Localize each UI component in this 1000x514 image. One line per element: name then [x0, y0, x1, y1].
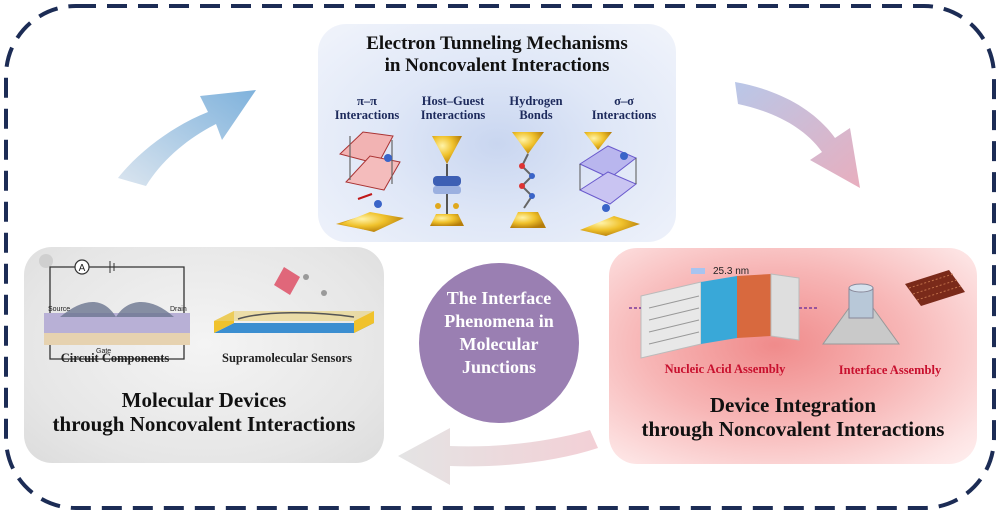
molecular-devices-title: Molecular Devices through Noncovalent In…	[24, 388, 384, 436]
center-topic: The Interface Phenomena in Molecular Jun…	[419, 287, 579, 379]
gold-tip	[432, 136, 462, 164]
tunneling-title: Electron Tunneling Mechanisms in Noncova…	[318, 33, 676, 77]
gold-electrode	[580, 216, 640, 236]
device-integration-title-line1: Device Integration	[709, 393, 877, 417]
tunneling-title-line2: in Noncovalent Interactions	[384, 54, 610, 76]
center-line4: Junctions	[461, 357, 537, 378]
molecular-devices-title-line1: Molecular Devices	[121, 388, 287, 412]
hydrogen-bond-junction	[510, 132, 546, 228]
ammeter-icon	[74, 259, 90, 275]
circuit-diagram: A Source Drain Gate	[44, 259, 190, 360]
electron-icon	[620, 152, 628, 160]
interface-assembly	[822, 270, 965, 345]
mechanism-label-host-guest: Host–Guest Interactions	[410, 94, 496, 123]
mechanism-pi-pi-line1: π–π	[357, 94, 377, 108]
gold-electrode	[510, 212, 546, 228]
electron-icon	[602, 204, 610, 212]
drain-label: Drain	[170, 306, 187, 313]
mechanism-label-pi-pi: π–π Interactions	[324, 94, 410, 123]
arrow-left-up	[118, 90, 256, 186]
arrow-right-down	[735, 82, 860, 188]
receptor-icon	[274, 267, 300, 295]
device-integration-title-line2: through Noncovalent Interactions	[641, 417, 945, 442]
caption-supramolecular-sensors: Supramolecular Sensors	[222, 351, 352, 365]
mechanism-sigma-line1: σ–σ	[614, 94, 634, 108]
electron-icon	[384, 154, 392, 162]
ammeter-label: A	[79, 263, 86, 274]
gold-tip	[584, 132, 612, 150]
center-circle	[419, 263, 579, 423]
junction-illustrations	[336, 131, 640, 236]
mechanism-pi-pi-line2: Interactions	[334, 108, 400, 123]
mechanism-sigma-line2: Interactions	[591, 108, 657, 123]
scale-label: 25.3 nm	[713, 266, 749, 277]
mechanism-label-hydrogen: Hydrogen Bonds	[496, 94, 576, 123]
device-integration-title: Device Integration through Noncovalent I…	[609, 393, 977, 441]
sigma-sigma-junction	[578, 132, 640, 236]
device-illustrations: A Source Drain Gate	[39, 254, 374, 360]
electron-icon	[374, 200, 382, 208]
integration-illustrations: 25.3 nm	[629, 266, 965, 359]
nucleic-acid-assembly: 25.3 nm	[629, 266, 819, 359]
gate-label: Gate	[96, 348, 111, 355]
pi-pi-junction	[336, 131, 404, 232]
host-guest-junction	[430, 136, 464, 226]
caption-nucleic-acid-assembly: Nucleic Acid Assembly	[664, 362, 786, 376]
molecular-devices-panel	[24, 247, 384, 463]
mechanism-hydrogen-line1: Hydrogen	[509, 94, 563, 108]
center-line2: Phenomena in	[444, 311, 554, 332]
center-line1: The Interface	[446, 288, 552, 308]
gold-tip	[512, 132, 544, 154]
caption-circuit-components: Circuit Components	[60, 351, 170, 365]
gold-electrode	[340, 212, 404, 232]
gold-electrode	[430, 214, 464, 226]
arrow-bottom-left	[398, 428, 598, 485]
source-label: Source	[48, 306, 70, 313]
molecular-devices-title-line2: through Noncovalent Interactions	[52, 412, 356, 437]
tunneling-title-line1: Electron Tunneling Mechanisms	[366, 33, 628, 54]
caption-interface-assembly: Interface Assembly	[838, 363, 942, 377]
mechanism-host-guest-line2: Interactions	[420, 108, 486, 123]
mechanism-hydrogen-line2: Bonds	[519, 108, 553, 123]
mechanism-host-guest-line1: Host–Guest	[421, 94, 485, 108]
mechanism-label-sigma-sigma: σ–σ Interactions	[578, 94, 670, 123]
supramolecular-sensor	[214, 267, 374, 333]
center-line3: Molecular	[459, 334, 539, 355]
